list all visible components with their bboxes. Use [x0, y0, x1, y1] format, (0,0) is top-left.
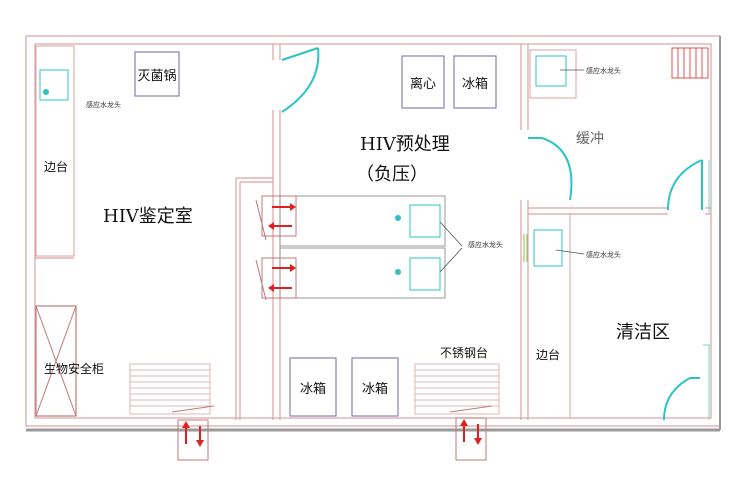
radiator-right [671, 47, 709, 79]
sink-middle-1 [409, 204, 441, 238]
sink-clean [533, 229, 563, 267]
centrifuge-box [401, 55, 445, 109]
middle-benches [279, 195, 446, 299]
fridge-top-box [453, 55, 497, 109]
pass-window-left [171, 405, 215, 461]
room-pretreat-subtitle: （负压） [356, 164, 428, 185]
faucet-label-3: 感应水龙头 [586, 67, 621, 75]
sink-left [39, 69, 69, 101]
steel-table [414, 363, 500, 415]
room-clean: 清洁区 [616, 322, 670, 343]
fridge-bottom-2-box [351, 357, 399, 417]
autoclave-box [134, 51, 180, 97]
bench-right-label: 边台 [536, 348, 561, 362]
bio-cabinet-outline [35, 305, 77, 417]
radiator-left [129, 363, 211, 415]
fridge-bottom-2-label: 冰箱 [361, 381, 388, 397]
fridge-top-label: 冰箱 [461, 76, 488, 92]
faucet-label-1: 感应水龙头 [86, 101, 121, 109]
sink-buffer [535, 55, 567, 87]
sink-middle-2 [409, 257, 441, 291]
room-buffer: 缓冲 [576, 131, 604, 147]
bench-right-outline [527, 213, 571, 419]
bench-left-outline [35, 45, 75, 257]
room-hiv-lab: HIV鉴定室 [103, 206, 193, 227]
centrifuge-label: 离心 [409, 76, 436, 92]
bio-cabinet-label: 生物安全柜 [44, 362, 105, 376]
doors [281, 47, 703, 421]
bench-left-label: 边台 [44, 160, 69, 174]
fridge-bottom-1-label: 冰箱 [299, 381, 326, 397]
faucet-label-4: 感应水龙头 [586, 251, 621, 259]
steel-table-label: 不锈钢台 [440, 346, 489, 360]
fridge-bottom-1-box [289, 357, 337, 417]
autoclave-label: 灭菌锅 [137, 68, 177, 84]
room-pretreat-title: HIV预处理 [360, 134, 450, 155]
faucet-label-2: 感应水龙头 [468, 241, 503, 249]
